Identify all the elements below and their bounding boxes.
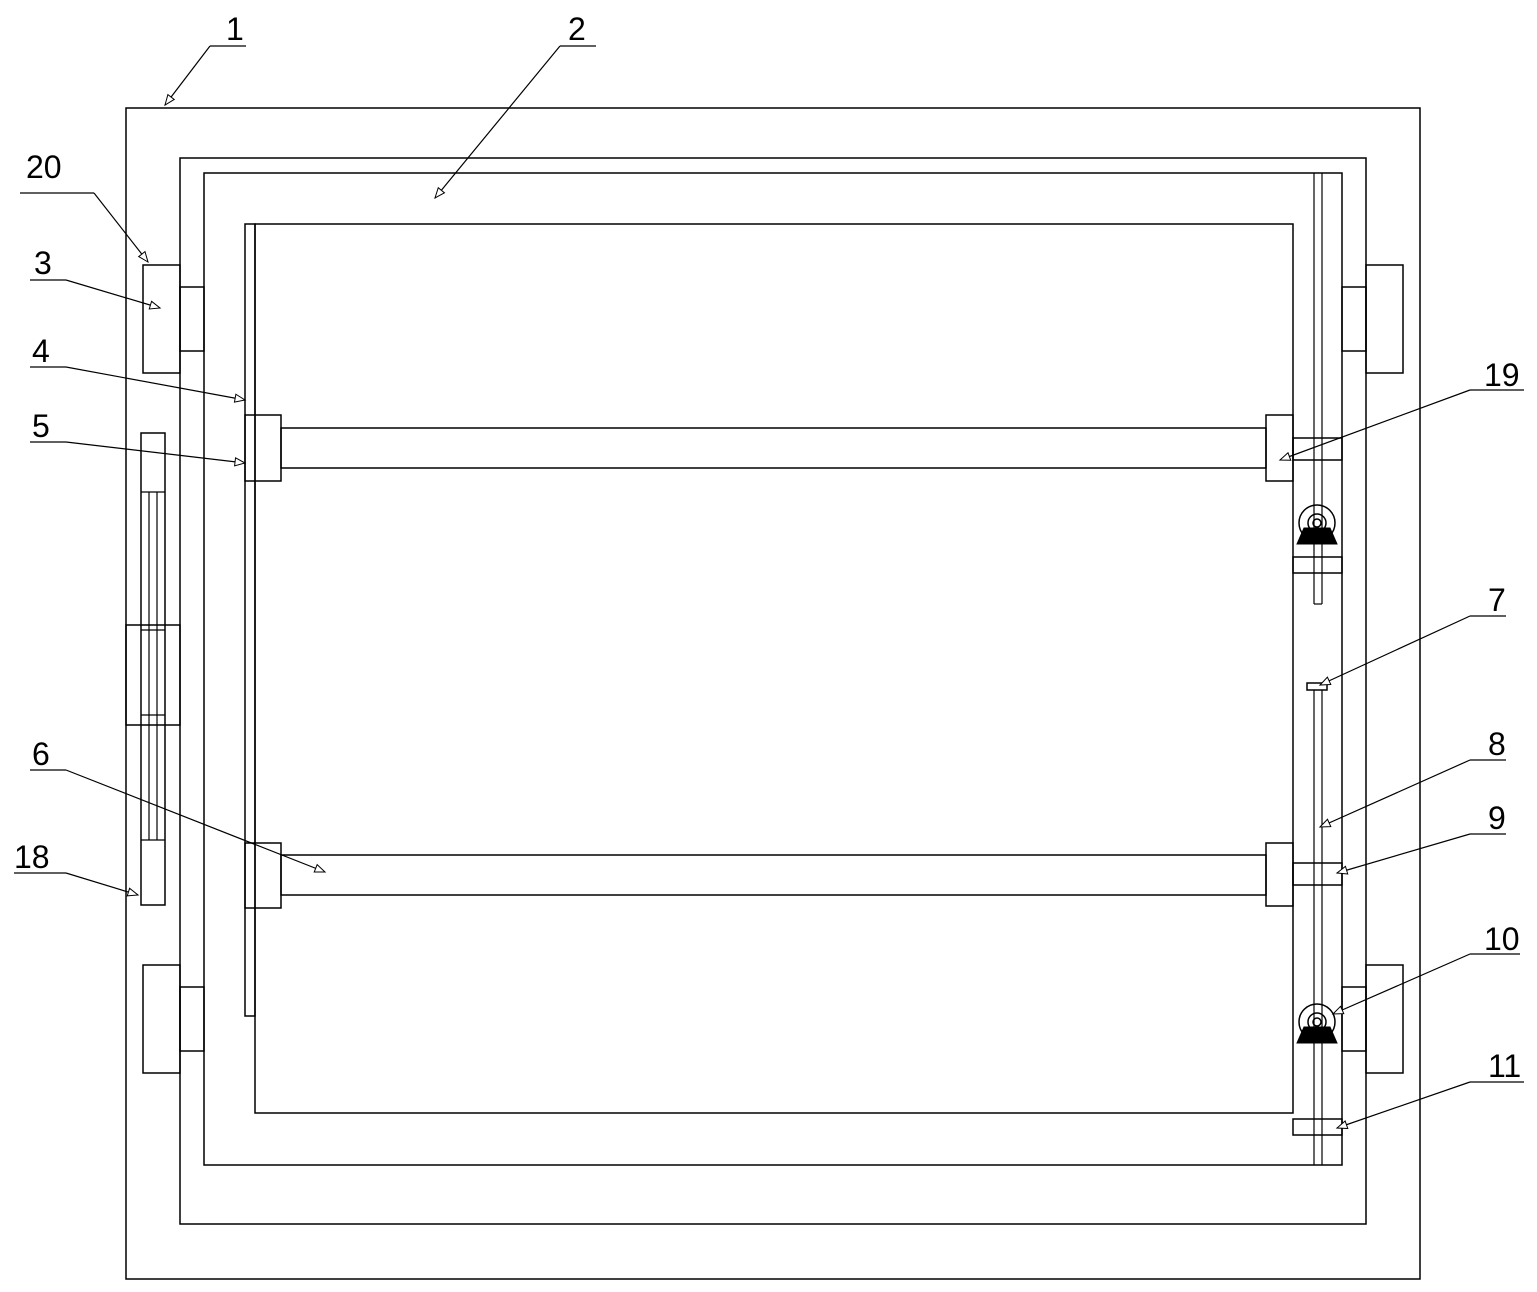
label-2: 2 bbox=[568, 11, 586, 47]
label-4: 4 bbox=[32, 333, 50, 369]
label-9: 9 bbox=[1488, 800, 1506, 836]
hinge-right-top bbox=[1341, 264, 1404, 374]
hinge-left-top bbox=[142, 264, 205, 374]
top-crossbar bbox=[244, 414, 1294, 482]
hinge-left-bottom bbox=[142, 964, 205, 1074]
right-rail-system bbox=[1292, 173, 1343, 1165]
inner-panel bbox=[254, 223, 1294, 1114]
label-18: 18 bbox=[14, 839, 50, 875]
door-panel-frame bbox=[203, 172, 1343, 1166]
label-1: 1 bbox=[226, 11, 244, 47]
label-6: 6 bbox=[32, 736, 50, 772]
label-3: 3 bbox=[34, 245, 52, 281]
pulley-top bbox=[1296, 504, 1338, 545]
pulley-bottom bbox=[1296, 1003, 1338, 1044]
hinge-right-bottom bbox=[1341, 964, 1404, 1074]
label-11: 11 bbox=[1488, 1048, 1521, 1084]
label-7: 7 bbox=[1488, 582, 1506, 618]
leader-lines bbox=[14, 45, 1524, 1130]
label-19: 19 bbox=[1484, 357, 1520, 393]
label-8: 8 bbox=[1488, 726, 1506, 762]
label-10: 10 bbox=[1484, 921, 1520, 957]
left-strip bbox=[244, 223, 256, 1017]
label-5: 5 bbox=[32, 408, 50, 444]
label-20: 20 bbox=[26, 149, 62, 185]
left-handle bbox=[125, 432, 181, 906]
middle-frame bbox=[179, 157, 1367, 1225]
bottom-crossbar bbox=[244, 842, 1294, 909]
outer-frame bbox=[125, 107, 1421, 1280]
